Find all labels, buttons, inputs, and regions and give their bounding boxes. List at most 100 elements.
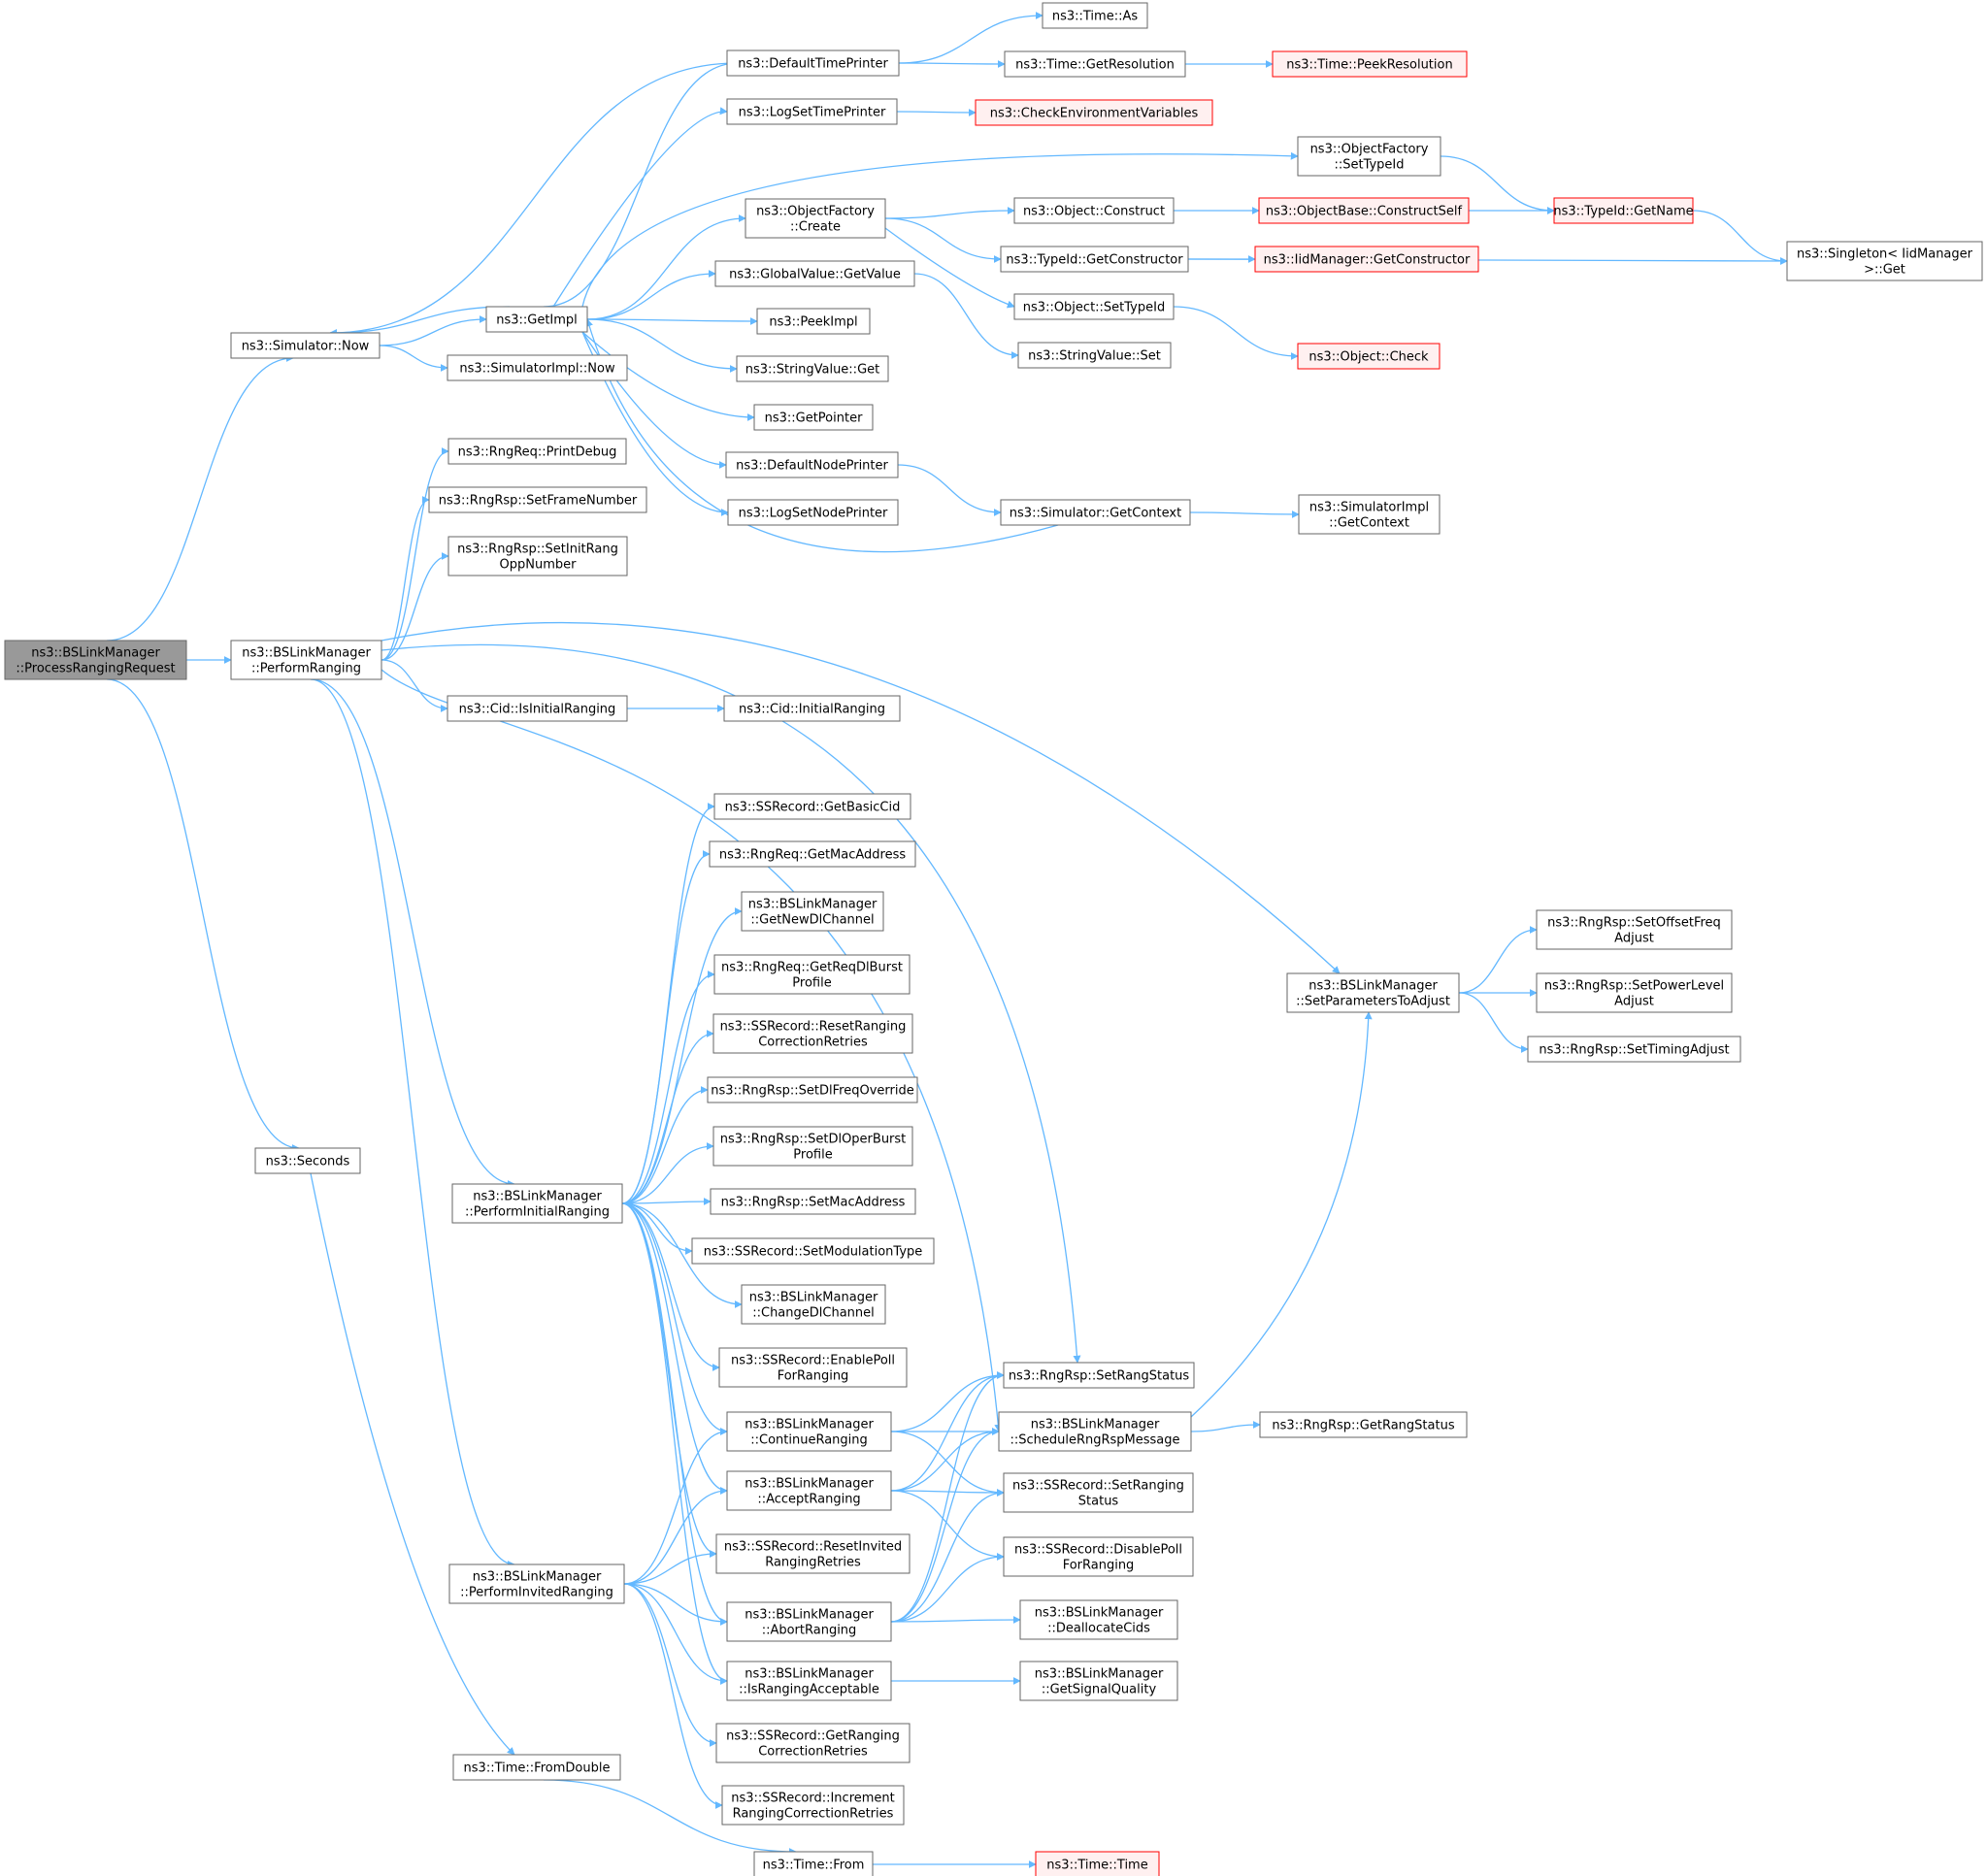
node-timePeekResolution[interactable]: ns3::Time::PeekResolution [1272,50,1468,78]
node-ssResetRangingCorr[interactable]: ns3::SSRecord::ResetRangingCorrectionRet… [712,1013,913,1054]
node-rngReqGetMacAddress[interactable]: ns3::RngReq::GetMacAddress [709,840,916,868]
node-rngRspSetDlFreqOverride[interactable]: ns3::RngRsp::SetDlFreqOverride [707,1076,918,1103]
node-rngRspSetRangStatus[interactable]: ns3::RngRsp::SetRangStatus [1003,1362,1195,1389]
node-timeAs[interactable]: ns3::Time::As [1042,2,1148,29]
node-timeFrom[interactable]: ns3::Time::From [753,1851,874,1876]
node-stringValueGet[interactable]: ns3::StringValue::Get [736,355,889,382]
node-checkEnvVars[interactable]: ns3::CheckEnvironmentVariables [975,99,1213,126]
edge-performRanging-to-cidIsInitialRanging [381,659,448,712]
edge-acceptRanging-to-ssDisablePoll [890,1490,1005,1561]
node-rngReqPrintDebug[interactable]: ns3::RngReq::PrintDebug [447,438,627,465]
node-cidIsInitialRanging[interactable]: ns3::Cid::IsInitialRanging [447,695,628,722]
edge-performInitialRanging-to-acceptRanging [621,1202,728,1495]
node-ssGetRangingCorr[interactable]: ns3::SSRecord::GetRangingCorrectionRetri… [715,1723,911,1763]
node-ssGetBasicCid[interactable]: ns3::SSRecord::GetBasicCid [713,793,911,820]
node-label-line: ns3::RngRsp::SetTimingAdjust [1539,1043,1729,1058]
edge-abortRanging-to-ssSetRangingStatus [890,1489,1005,1623]
node-setParametersToAdjust[interactable]: ns3::BSLinkManager::SetParametersToAdjus… [1286,972,1460,1013]
edge-abortRanging-to-ssDisablePoll [890,1553,1005,1623]
edge-simNow-to-simImplNow [379,345,448,372]
node-rngRspSetTimingAdjust[interactable]: ns3::RngRsp::SetTimingAdjust [1527,1036,1741,1063]
node-typeIdGetConstructor[interactable]: ns3::TypeId::GetConstructor [1000,246,1189,273]
node-label-line: ::PerformInvitedRanging [460,1586,613,1600]
node-timeGetResolution[interactable]: ns3::Time::GetResolution [1004,50,1186,78]
node-objectConstruct[interactable]: ns3::Object::Construct [1013,197,1175,224]
node-label-line: ns3::TypeId::GetConstructor [1006,253,1183,268]
node-defaultTimePrinter[interactable]: ns3::DefaultTimePrinter [726,49,900,77]
node-objectFactorySetTypeId[interactable]: ns3::ObjectFactory::SetTypeId [1297,136,1441,177]
node-simGetContext[interactable]: ns3::Simulator::GetContext [1000,499,1191,526]
node-label-line: ns3::BSLinkManager [1031,1418,1160,1432]
node-box [726,98,898,125]
node-ssSetModulationType[interactable]: ns3::SSRecord::SetModulationType [691,1237,935,1265]
node-label-line: ns3::TypeId::GetName [1553,205,1693,219]
node-simImplNow[interactable]: ns3::SimulatorImpl::Now [447,354,628,381]
node-peekImpl[interactable]: ns3::PeekImpl [756,308,871,335]
node-box [4,640,187,680]
node-performInvitedRanging[interactable]: ns3::BSLinkManager::PerformInvitedRangin… [448,1563,625,1604]
node-rngRspGetRangStatus[interactable]: ns3::RngRsp::GetRangStatus [1259,1411,1468,1438]
node-label-line: RangingCorrectionRetries [733,1807,894,1822]
node-objectSetTypeId[interactable]: ns3::Object::SetTypeId [1013,293,1175,320]
node-box [1258,197,1470,224]
node-box [718,1347,908,1388]
node-continueRanging[interactable]: ns3::BSLinkManager::ContinueRanging [726,1411,892,1452]
node-logSetNodePrinter[interactable]: ns3::LogSetNodePrinter [727,499,899,526]
node-label-line: ns3::RngRsp::SetRangStatus [1009,1369,1190,1384]
node-label-line: ns3::Object::Construct [1023,205,1165,219]
node-label-line: CorrectionRetries [758,1745,868,1760]
node-objectFactoryCreate[interactable]: ns3::ObjectFactory::Create [745,198,886,239]
node-simImplGetContext[interactable]: ns3::SimulatorImpl::GetContext [1298,494,1441,535]
node-rngRspSetMacAddress[interactable]: ns3::RngRsp::SetMacAddress [710,1188,916,1215]
node-ssResetInvited[interactable]: ns3::SSRecord::ResetInvitedRangingRetrie… [715,1533,911,1574]
node-label-line: ns3::RngRsp::SetFrameNumber [439,494,638,509]
node-box [713,793,911,820]
node-label-line: ::SetTypeId [1334,158,1404,173]
node-singletonGet[interactable]: ns3::Singleton< IidManager >::Get [1786,241,1983,281]
node-rngRspSetFrameNumber[interactable]: ns3::RngRsp::SetFrameNumber [428,486,647,513]
node-logSetTimePrinter[interactable]: ns3::LogSetTimePrinter [726,98,898,125]
node-label-line: Status [1078,1495,1119,1509]
node-isRangingAcceptable[interactable]: ns3::BSLinkManager::IsRangingAcceptable [726,1661,892,1701]
node-label-line: ns3::Time::GetResolution [1015,58,1175,73]
node-objectBaseConstructSelf[interactable]: ns3::ObjectBase::ConstructSelf [1258,197,1470,224]
node-simNow[interactable]: ns3::Simulator::Now [230,332,381,359]
node-defaultNodePrinter[interactable]: ns3::DefaultNodePrinter [725,451,899,478]
node-getSignalQuality[interactable]: ns3::BSLinkManager::GetSignalQuality [1019,1661,1178,1701]
node-box [1042,2,1148,29]
node-globalValueGetValue[interactable]: ns3::GlobalValue::GetValue [714,260,915,287]
node-abortRanging[interactable]: ns3::BSLinkManager::AbortRanging [726,1601,892,1642]
node-getNewDlChannel[interactable]: ns3::BSLinkManager::GetNewDlChannel [741,891,884,932]
edge-performRanging-to-rngRspSetFrameNumber [381,496,430,661]
node-deallocateCids[interactable]: ns3::BSLinkManager::DeallocateCids [1019,1599,1178,1640]
node-cidInitialRanging[interactable]: ns3::Cid::InitialRanging [723,695,901,722]
node-performRanging[interactable]: ns3::BSLinkManager::PerformRanging [230,640,382,680]
node-seconds[interactable]: ns3::Seconds [254,1147,361,1174]
node-changeDlChannel[interactable]: ns3::BSLinkManager::ChangeDlChannel [741,1284,886,1325]
node-getImpl[interactable]: ns3::GetImpl [485,306,588,333]
node-ssIncrementRanging[interactable]: ns3::SSRecord::IncrementRangingCorrectio… [721,1785,905,1826]
node-objectCheck[interactable]: ns3::Object::Check [1297,343,1441,370]
node-stringValueSet[interactable]: ns3::StringValue::Set [1017,342,1172,369]
node-getPointer[interactable]: ns3::GetPointer [753,404,874,431]
edge-performInitialRanging-to-rngReqGetMacAddress [621,850,711,1204]
node-typeIdGetName[interactable]: ns3::TypeId::GetName [1553,197,1694,224]
node-label-line: ns3::Simulator::GetContext [1010,507,1181,521]
node-timeTime[interactable]: ns3::Time::Time [1035,1851,1160,1876]
node-iidManagerGetConstructor[interactable]: ns3::IidManager::GetConstructor [1254,246,1479,273]
node-scheduleRngRspMessage[interactable]: ns3::BSLinkManager::ScheduleRngRspMessag… [998,1411,1192,1452]
edge-getImpl-to-simNow [329,306,511,337]
node-performInitialRanging[interactable]: ns3::BSLinkManager::PerformInitialRangin… [451,1183,623,1224]
node-timeFromDouble[interactable]: ns3::Time::FromDouble [452,1754,621,1781]
node-acceptRanging[interactable]: ns3::BSLinkManager::AcceptRanging [726,1470,892,1511]
node-box [1017,342,1172,369]
node-label-line: ns3::Object::SetTypeId [1023,301,1165,315]
